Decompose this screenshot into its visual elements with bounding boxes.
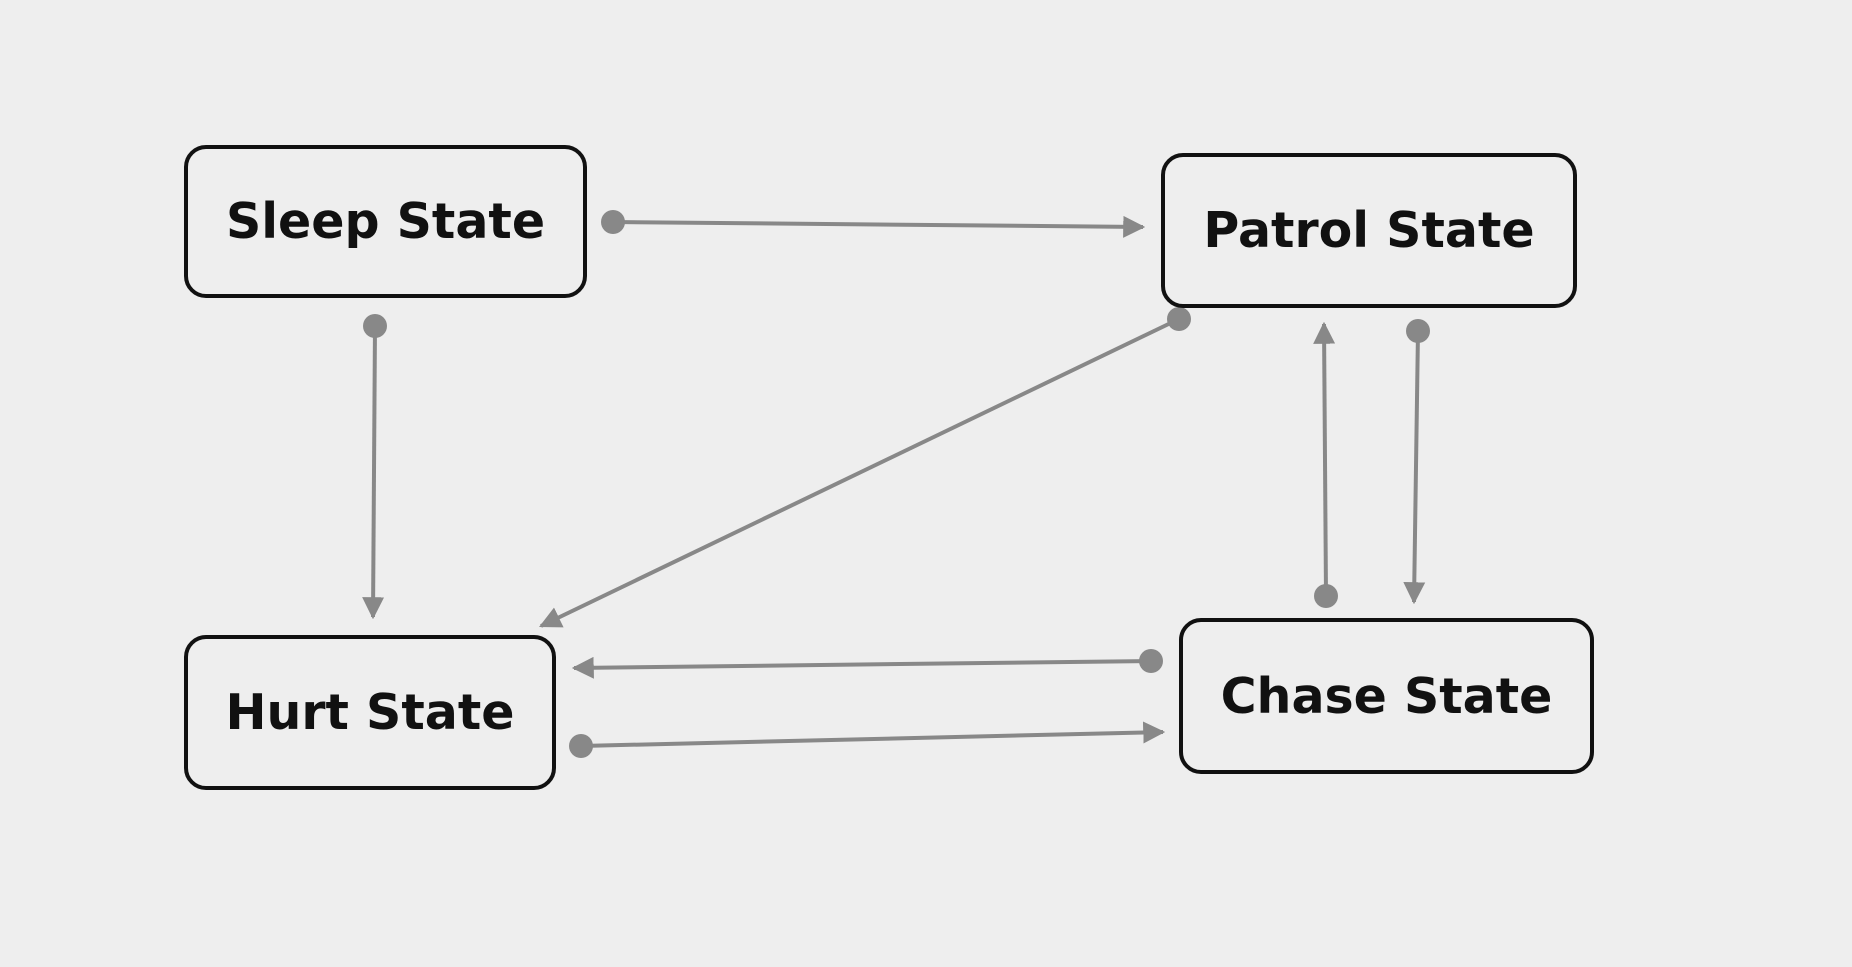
transition-start-dot <box>1167 307 1191 331</box>
transition-patrol-to-hurt <box>539 307 1191 628</box>
transition-patrol-to-chase <box>1403 319 1430 605</box>
patrol-state-label: Patrol State <box>1203 202 1535 259</box>
transition-chase-to-patrol <box>1313 321 1338 608</box>
transition-line <box>539 317 1180 628</box>
transition-start-dot <box>569 734 593 758</box>
transition-sleep-to-patrol <box>601 210 1146 238</box>
transition-line <box>362 325 385 620</box>
chase-state-node: Chase State <box>1179 618 1594 774</box>
transition-chase-to-hurt <box>571 649 1163 679</box>
transition-start-dot <box>601 210 625 234</box>
transition-start-dot <box>363 314 387 338</box>
transition-sleep-to-hurt <box>362 314 387 620</box>
chase-state-label: Chase State <box>1220 667 1553 725</box>
transition-start-dot <box>1314 584 1338 608</box>
sleep-state-label: Sleep State <box>225 193 546 250</box>
transition-start-dot <box>1406 319 1430 343</box>
transition-line <box>612 215 1146 238</box>
transition-line <box>580 721 1166 748</box>
transition-line <box>571 656 1152 679</box>
transition-line <box>1313 321 1336 597</box>
transition-line <box>1403 330 1426 605</box>
hurt-state-label: Hurt State <box>225 684 515 741</box>
sleep-state-node: Sleep State <box>184 145 587 298</box>
transition-start-dot <box>1139 649 1163 673</box>
patrol-state-node: Patrol State <box>1161 153 1577 308</box>
transition-hurt-to-chase <box>569 721 1166 758</box>
hurt-state-node: Hurt State <box>184 635 556 790</box>
